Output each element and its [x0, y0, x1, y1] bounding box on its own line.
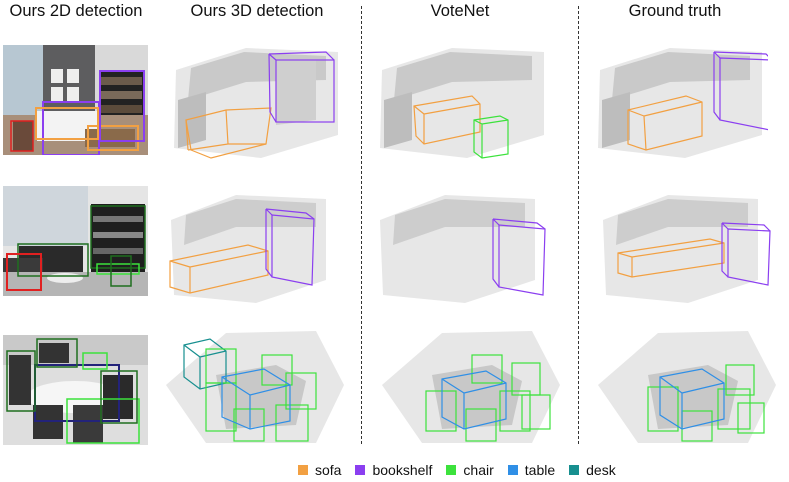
scan-row3-ours-3d	[166, 325, 344, 445]
legend-item-table: table	[507, 462, 556, 478]
legend-item-bookshelf: bookshelf	[355, 462, 432, 478]
legend-swatch	[569, 465, 580, 475]
legend-label: sofa	[315, 462, 342, 478]
scan-row2-ours-3d	[166, 185, 344, 305]
scan-row2-votenet	[375, 185, 553, 305]
legend-swatch	[298, 465, 308, 475]
legend-swatch	[355, 465, 366, 475]
photo-row1-living-room	[3, 45, 148, 155]
legend-swatch	[446, 465, 457, 475]
column-title-ours-3d: Ours 3D detection	[190, 2, 324, 20]
legend-item-desk: desk	[569, 462, 616, 478]
scan-row2-ground-truth	[598, 185, 776, 305]
scan-row1-ours-3d	[166, 40, 344, 160]
scan-row3-ground-truth	[598, 325, 776, 445]
column-divider	[361, 6, 362, 444]
scan-row1-ground-truth	[590, 40, 768, 160]
legend-item-sofa: sofa	[298, 462, 341, 478]
scan-row1-votenet	[372, 40, 550, 160]
photo-row3-meeting-room	[3, 335, 148, 445]
legend-label: chair	[463, 462, 494, 478]
legend-label: table	[524, 462, 556, 478]
column-title-ground-truth: Ground truth	[628, 2, 722, 20]
legend: sofa bookshelf chair table desk	[298, 462, 630, 478]
column-divider	[578, 6, 579, 444]
column-title-ours-2d: Ours 2D detection	[9, 2, 143, 20]
legend-label: desk	[586, 462, 616, 478]
legend-swatch	[507, 465, 518, 475]
legend-label: bookshelf	[372, 462, 433, 478]
photo-row2-lounge	[3, 186, 148, 296]
legend-item-chair: chair	[446, 462, 494, 478]
scan-row3-votenet	[382, 325, 560, 445]
column-title-votenet: VoteNet	[430, 2, 490, 20]
